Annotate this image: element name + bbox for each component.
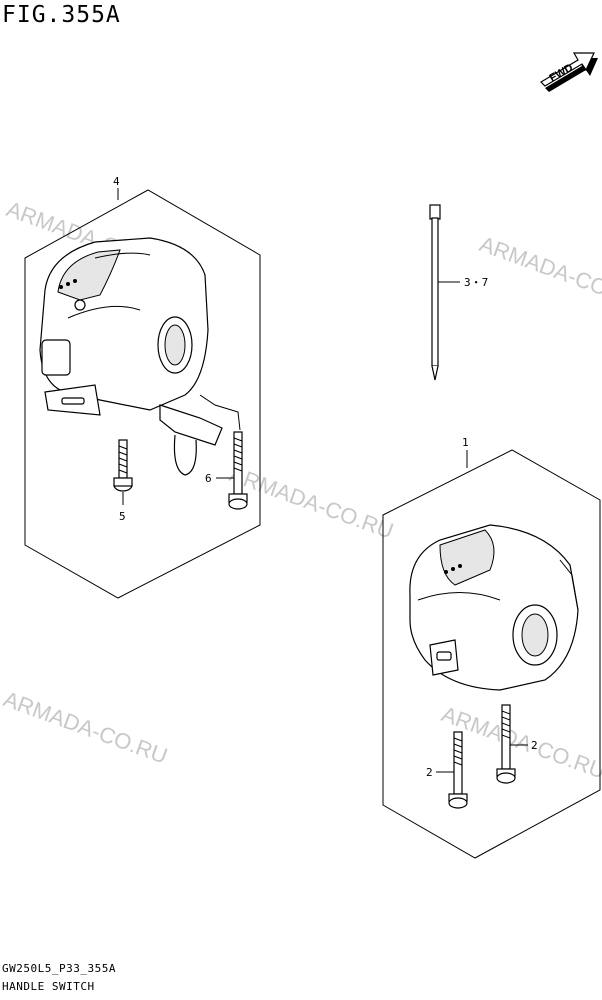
callout-5: 5 — [119, 510, 126, 523]
screw-2b — [496, 704, 528, 784]
right-handle-switch — [409, 524, 579, 691]
figure-code: GW250L5_P33_355A — [2, 962, 116, 975]
callout-3-7: 3・7 — [464, 276, 488, 289]
callout-4: 4 — [113, 175, 120, 188]
assembly-box-left — [24, 188, 261, 599]
callout-2a: 2 — [426, 766, 433, 779]
cable-tie — [429, 204, 460, 381]
watermark-2: ARMADA-CO.RU — [476, 231, 602, 313]
assembly-box-right — [382, 449, 601, 859]
watermark-4: ARMADA-CO.RU — [0, 686, 171, 768]
figure-name: HANDLE SWITCH — [2, 980, 95, 993]
watermark-3: ARMADA-CO.RU — [226, 461, 397, 543]
callout-2b: 2 — [531, 739, 538, 752]
fwd-arrow-icon: FWD — [540, 52, 598, 92]
left-handle-switch — [39, 237, 241, 476]
screw-5 — [113, 439, 133, 505]
screw-6 — [216, 431, 248, 510]
screw-2a — [436, 731, 468, 809]
callout-6: 6 — [205, 472, 212, 485]
figure-title: FIG.355A — [2, 2, 121, 28]
watermark-5: ARMADA-CO.RU — [438, 701, 602, 783]
callout-1: 1 — [462, 436, 469, 449]
